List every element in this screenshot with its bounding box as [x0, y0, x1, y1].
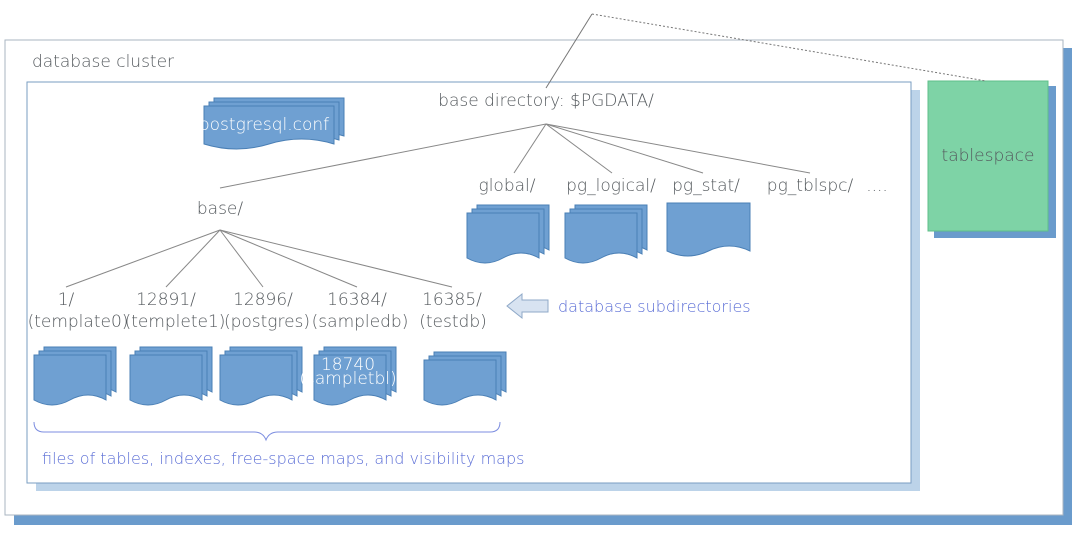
template1-files-icon — [129, 346, 213, 406]
pg-stat-file-icon — [666, 202, 751, 257]
dir-ellipsis: .... — [866, 176, 888, 196]
subdir-name-template0: (template0) — [28, 312, 129, 332]
global-files-icon — [466, 204, 550, 264]
files-caption: files of tables, indexes, free-space map… — [42, 449, 524, 468]
top-tree-lines — [219, 123, 811, 189]
subdir-oid-16385: 16385/ — [422, 290, 482, 310]
dir-pg-tblspc: pg_tblspc/ — [767, 176, 854, 196]
subdir-name-sampledb: (sampledb) — [312, 312, 409, 332]
testdb-files-icon — [423, 351, 507, 406]
table-file-oid: 18740 — [321, 355, 375, 375]
cluster-label: database cluster — [32, 52, 174, 72]
files-brace — [33, 421, 501, 442]
template0-files-icon — [33, 346, 117, 406]
symlink-dotted-line — [591, 13, 987, 82]
base-label: base/ — [197, 199, 244, 219]
file-stacks: postgresql.conf 18740(sampletbl) — [33, 97, 751, 406]
subdir-oid-1: 1/ — [58, 290, 75, 310]
base-tree-lines — [65, 229, 453, 288]
tablespace-box — [927, 80, 1049, 232]
subdir-oid-12896: 12896/ — [233, 290, 293, 310]
config-file-label: postgresql.conf — [199, 115, 329, 135]
dir-pg-logical: pg_logical/ — [566, 176, 656, 196]
sampledb-files-icon: 18740(sampletbl) — [299, 346, 397, 406]
dir-global: global/ — [479, 176, 536, 196]
table-file-name: (sampletbl) — [299, 369, 396, 389]
subdir-name-templete1: (templete1) — [125, 312, 226, 332]
pg-logical-files-icon — [564, 204, 648, 264]
subdirs-annotation: database subdirectories — [558, 297, 751, 316]
base-dir-box — [26, 81, 912, 484]
left-arrow-icon — [506, 292, 549, 320]
subdir-name-postgres: (postgres) — [224, 312, 310, 332]
base-dir-label: base directory: $PGDATA/ — [438, 91, 654, 111]
tablespace-label: tablespace — [942, 146, 1035, 166]
symlink-line — [545, 13, 593, 89]
postgres-files-icon — [219, 346, 303, 406]
dir-pg-stat: pg_stat/ — [672, 176, 740, 196]
subdir-oid-12891: 12891/ — [136, 290, 196, 310]
subdir-name-testdb: (testdb) — [419, 312, 487, 332]
config-file-icon: postgresql.conf — [199, 97, 345, 150]
subdir-oid-16384: 16384/ — [327, 290, 387, 310]
